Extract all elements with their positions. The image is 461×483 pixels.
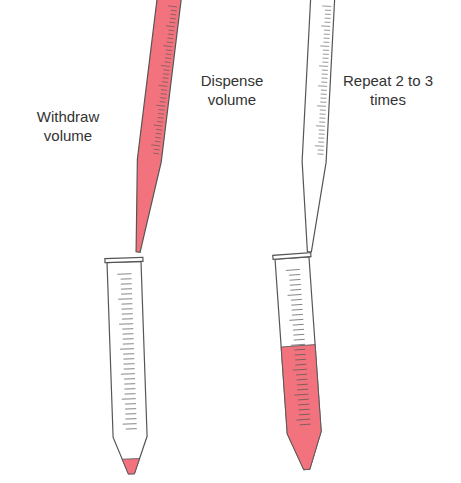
test-tube [105,257,151,474]
step-label: Withdraw volume [26,108,110,146]
pipette [126,0,182,254]
step-label: Repeat 2 to 3 times [338,72,438,110]
test-tube [273,253,326,471]
step-label: Dispense volume [190,72,274,110]
pipette [297,0,335,252]
